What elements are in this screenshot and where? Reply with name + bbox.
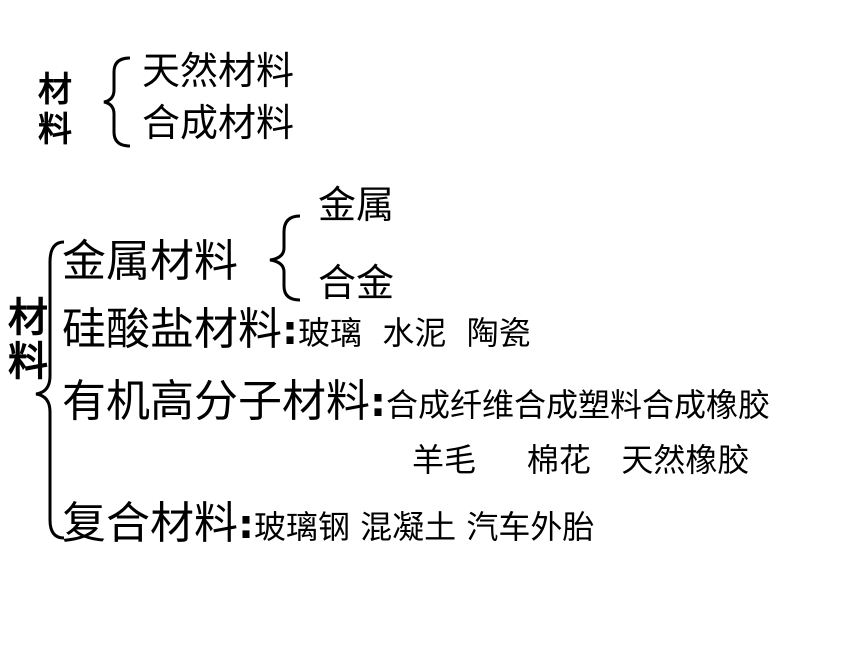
metal-brace bbox=[269, 214, 301, 302]
polymer-sep: : bbox=[370, 380, 386, 426]
metal-child-alloy: 合金 bbox=[318, 261, 395, 305]
silicate-row: 硅酸盐材料:玻璃 水泥 陶瓷 bbox=[62, 308, 531, 352]
polymer-natural-examples: 羊毛 棉花 天然橡胶 bbox=[412, 441, 750, 479]
polymer-label: 有机高分子材料 bbox=[62, 376, 370, 427]
composite-sep: : bbox=[238, 502, 254, 548]
top-root-label: 材料 bbox=[38, 70, 72, 150]
metal-materials-label: 金属材料 bbox=[62, 236, 238, 287]
silicate-label: 硅酸盐材料 bbox=[62, 304, 282, 355]
polymer-row: 有机高分子材料:合成纤维合成塑料合成橡胶 bbox=[62, 380, 770, 424]
top-brace bbox=[103, 56, 131, 148]
polymer-synthetic-examples: 合成纤维合成塑料合成橡胶 bbox=[386, 386, 771, 424]
composite-label: 复合材料 bbox=[62, 498, 238, 549]
metal-child-metal: 金属 bbox=[318, 183, 395, 227]
composite-row: 复合材料:玻璃钢 混凝土 汽车外胎 bbox=[62, 502, 594, 546]
silicate-examples: 玻璃 水泥 陶瓷 bbox=[298, 314, 531, 352]
top-child-natural: 天然材料 bbox=[142, 49, 295, 93]
silicate-sep: : bbox=[282, 308, 298, 354]
top-child-synthetic: 合成材料 bbox=[142, 101, 295, 145]
composite-examples: 玻璃钢 混凝土 汽车外胎 bbox=[254, 508, 595, 546]
main-root-label: 材料 bbox=[8, 295, 48, 385]
main-brace bbox=[35, 240, 65, 540]
